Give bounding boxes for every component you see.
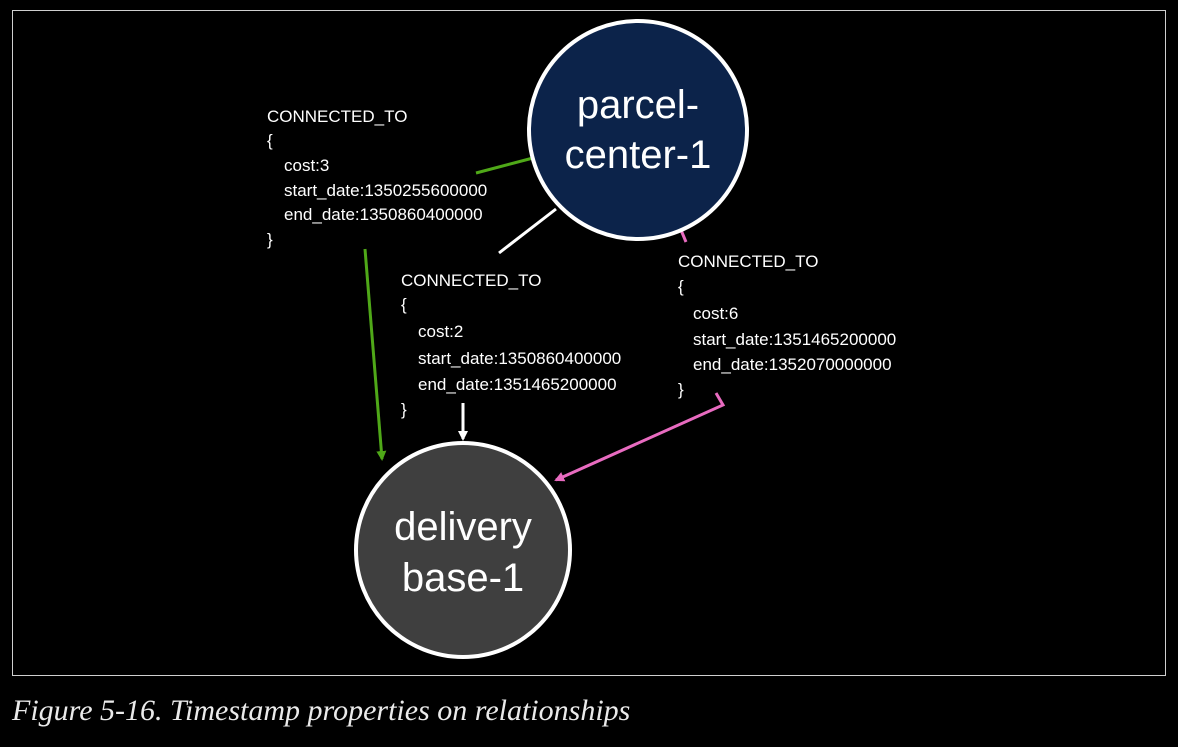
node-delivery-base[interactable]: delivery base-1 — [354, 441, 572, 659]
edge-white-from-node — [498, 207, 557, 255]
edge-pink-arrow — [554, 392, 726, 482]
relationship-diagram: parcel- center-1 delivery base-1 CONNECT… — [267, 19, 896, 659]
rel-white-close-brace: } — [401, 400, 407, 419]
node-parcel-label-line-2: center-1 — [565, 133, 712, 177]
relationship-label-white: CONNECTED_TO { cost:2 start_date:1350860… — [401, 271, 621, 419]
node-delivery-label-line-2: base-1 — [402, 556, 524, 600]
edge-green-from-node — [475, 156, 534, 175]
relationship-label-green: CONNECTED_TO { cost:3 start_date:1350255… — [267, 107, 487, 249]
relationship-label-pink: CONNECTED_TO { cost:6 start_date:1351465… — [678, 252, 896, 399]
node-delivery-circle — [354, 441, 572, 659]
rel-white-cost: cost:2 — [418, 322, 463, 341]
rel-white-end-date: end_date:1351465200000 — [418, 375, 617, 394]
rel-green-cost: cost:3 — [284, 156, 329, 175]
edge-green-arrow — [363, 248, 387, 461]
rel-green-close-brace: } — [267, 230, 273, 249]
rel-pink-type: CONNECTED_TO — [678, 252, 818, 271]
edge-white — [458, 207, 557, 441]
edge-pink-from-node — [679, 229, 688, 243]
edge-green — [363, 156, 534, 461]
rel-pink-close-brace: } — [678, 380, 684, 399]
rel-green-open-brace: { — [267, 131, 273, 150]
rel-white-open-brace: { — [401, 295, 407, 314]
rel-white-start-date: start_date:1350860400000 — [418, 349, 621, 368]
diagram-frame: parcel- center-1 delivery base-1 CONNECT… — [12, 10, 1166, 676]
rel-green-type: CONNECTED_TO — [267, 107, 407, 126]
rel-pink-end-date: end_date:1352070000000 — [693, 355, 892, 374]
node-parcel-circle — [527, 19, 749, 241]
rel-pink-cost: cost:6 — [693, 304, 738, 323]
rel-white-type: CONNECTED_TO — [401, 271, 541, 290]
figure-caption: Figure 5-16. Timestamp properties on rel… — [12, 694, 631, 727]
node-parcel-center[interactable]: parcel- center-1 — [527, 19, 749, 241]
node-parcel-label-line-1: parcel- — [577, 83, 699, 127]
edge-pink — [554, 229, 726, 482]
rel-pink-start-date: start_date:1351465200000 — [693, 330, 896, 349]
rel-green-end-date: end_date:1350860400000 — [284, 205, 483, 224]
rel-green-start-date: start_date:1350255600000 — [284, 181, 487, 200]
rel-pink-open-brace: { — [678, 277, 684, 296]
node-delivery-label-line-1: delivery — [394, 505, 532, 549]
